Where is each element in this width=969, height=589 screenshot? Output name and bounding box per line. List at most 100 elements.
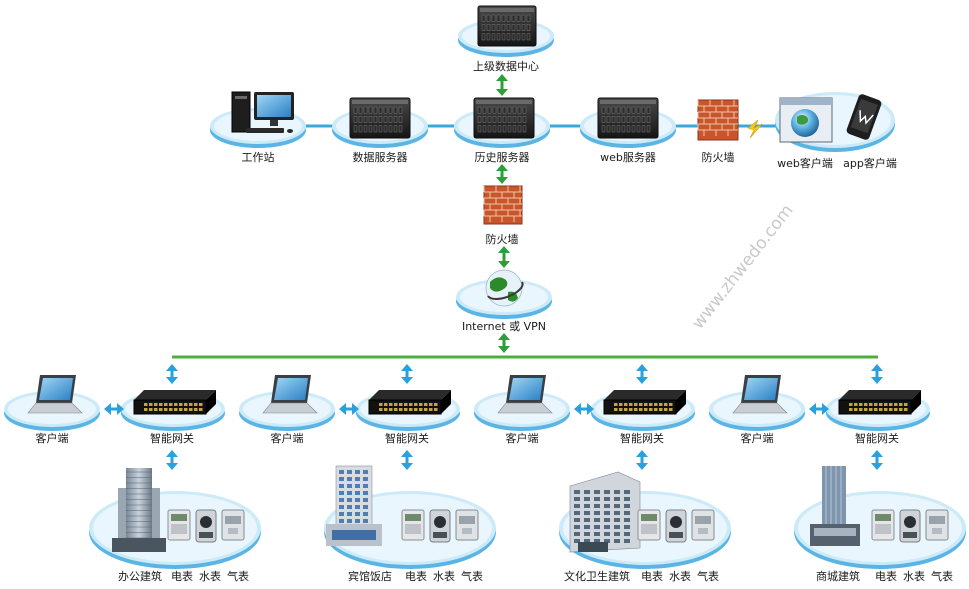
- label-internet: Internet 或 VPN: [462, 320, 546, 333]
- gateway-3-port: [624, 403, 628, 406]
- history-server-bay: [512, 116, 517, 123]
- building-3-window: [624, 504, 630, 508]
- gateway-2-port: [404, 403, 408, 406]
- gateway-1-port: [199, 408, 203, 411]
- datacenter-server-bay: [491, 33, 496, 41]
- meters-2-electric-panel: [405, 524, 421, 534]
- history-server-bay: [517, 125, 522, 133]
- gateway-4-port: [904, 408, 908, 411]
- data-server-bay: [373, 116, 378, 123]
- arrow-datacenter-head-down: [496, 89, 508, 96]
- meters-4-water-base: [903, 532, 917, 538]
- building-2-window: [347, 498, 352, 502]
- history-server-bay: [482, 106, 487, 114]
- arrow-client-gateway-4-head-right: [822, 403, 829, 415]
- building-2-window: [339, 484, 344, 488]
- data-server-bay: [363, 125, 368, 133]
- label-firewall-right: 防火墙: [702, 150, 735, 164]
- building-3-window: [614, 539, 620, 543]
- workstation-drive: [235, 96, 247, 99]
- gateway-2-port: [414, 408, 418, 411]
- gateway-4-port: [899, 403, 903, 406]
- building-2-window: [347, 470, 352, 474]
- gateway-3-port: [639, 403, 643, 406]
- label-client-4: 客户端: [741, 431, 774, 445]
- arrow-bus-gateway-2-head-down: [401, 377, 413, 384]
- history-server-bay: [502, 125, 507, 133]
- laptop-4-base: [732, 402, 788, 414]
- gateway-2-port: [429, 403, 433, 406]
- web-server-bay: [611, 125, 616, 133]
- building-2-window: [355, 470, 360, 474]
- gateway-3-port: [659, 408, 663, 411]
- building-2-window: [347, 512, 352, 516]
- building-2-window: [363, 505, 368, 509]
- web-server-bay: [611, 116, 616, 123]
- laptop-2-base: [262, 402, 318, 414]
- firewall-right: [697, 99, 739, 141]
- history-server-bay: [487, 116, 492, 123]
- gateway-2-port: [389, 403, 393, 406]
- arrow-gateway-building-1-head-up: [166, 450, 178, 457]
- arrow-client-gateway-3-head-right: [587, 403, 594, 415]
- gateway-3-port: [654, 403, 658, 406]
- datacenter-server-bay: [516, 33, 521, 41]
- arrow-history-firewall: [496, 164, 508, 184]
- web-server-bay: [646, 116, 651, 123]
- gateway-4-front: [838, 399, 912, 415]
- web-server-bay: [606, 116, 611, 123]
- building-3-window: [604, 504, 610, 508]
- building-3-window: [604, 497, 610, 501]
- building-3: [569, 471, 641, 553]
- web-server-bay: [621, 125, 626, 133]
- arrow-internet-bus-head-down: [498, 346, 510, 353]
- gateway-3-top: [604, 390, 686, 400]
- building-3-window: [594, 511, 600, 515]
- datacenter-server-bay: [506, 14, 511, 22]
- datacenter-server-bay: [506, 33, 511, 41]
- building-2-window: [363, 512, 368, 516]
- data-server-bay: [388, 116, 393, 123]
- gateway-2-port: [379, 403, 383, 406]
- gateway-2-port: [394, 403, 398, 406]
- meters-4: [871, 509, 949, 543]
- arrow-firewall-internet-head-up: [498, 246, 510, 253]
- data-server-bay: [368, 125, 373, 133]
- data-server-top-strip: [352, 100, 408, 104]
- web-server-bay: [646, 125, 651, 133]
- datacenter-server-bay: [511, 24, 516, 31]
- gateway-1-port: [199, 403, 203, 406]
- gateway-4-port: [864, 403, 868, 406]
- datacenter-server-bay: [501, 14, 506, 22]
- gateway-4-port: [849, 403, 853, 406]
- history-server-bay: [487, 106, 492, 114]
- web-server-bay: [621, 116, 626, 123]
- history-server-bay: [477, 106, 482, 114]
- datacenter-server-bay: [526, 33, 531, 41]
- label-client-1: 客户端: [36, 431, 69, 445]
- web-server-bay: [606, 106, 611, 114]
- gateway-2-port: [404, 408, 408, 411]
- building-3-window: [574, 490, 580, 494]
- gateway-1-port: [194, 408, 198, 411]
- gateway-2-front: [368, 399, 442, 415]
- meters-3-electric-display: [641, 514, 657, 521]
- web-client: [779, 97, 833, 143]
- arrow-gateway-building-4-head-up: [871, 450, 883, 457]
- meters-4-gas-meter: [925, 509, 949, 541]
- building-3-window: [574, 518, 580, 522]
- building-3-window: [584, 504, 590, 508]
- gateway-2-top: [369, 390, 451, 400]
- app-client: [846, 94, 882, 140]
- data-server-bay: [393, 116, 398, 123]
- arrow-bus-gateway-1-head-down: [166, 377, 178, 384]
- data-server-bay: [363, 116, 368, 123]
- history-server-bay: [522, 125, 527, 133]
- arrow-client-gateway-2: [339, 403, 359, 415]
- data-server-bay: [353, 116, 358, 123]
- data-server-bay: [393, 125, 398, 133]
- label-building-3: 文化卫生建筑: [564, 569, 630, 583]
- arrow-gateway-building-2-head-up: [401, 450, 413, 457]
- meters-1-gas-panel: [228, 528, 238, 534]
